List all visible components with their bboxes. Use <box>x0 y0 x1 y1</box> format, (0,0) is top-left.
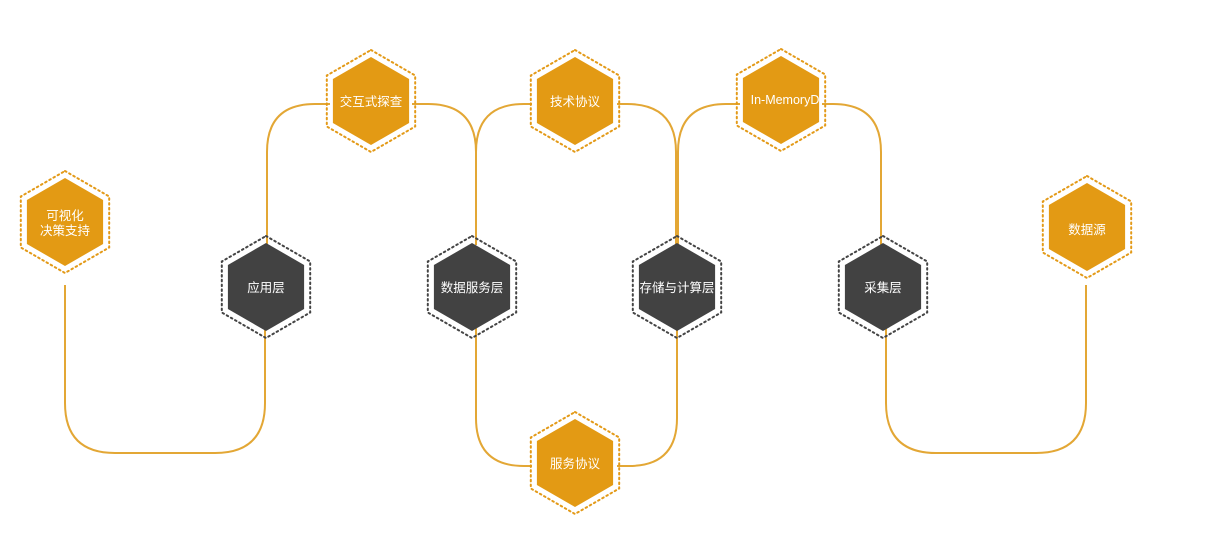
hexagon-nodes: 可视化 决策支持 交互式探查 应用层 技术协议 数据服务层 服务协议 <box>19 47 1133 516</box>
node-label: 数据服务层 <box>441 280 504 295</box>
connectors <box>64 103 1087 467</box>
connector-service-protocol-to-storage-layer <box>617 328 678 467</box>
node-label: 采集层 <box>864 280 902 295</box>
connector-app-layer-to-interactive-exploration <box>266 103 330 245</box>
node-in-memory: In-MemoryD <box>735 47 827 153</box>
node-outline <box>837 234 929 340</box>
node-label: In-MemoryD <box>751 93 820 107</box>
node-outline <box>735 47 827 153</box>
node-shape <box>536 57 614 145</box>
node-shape <box>638 243 716 331</box>
node-outline <box>19 169 111 275</box>
connector-tech-protocol-to-storage-layer <box>617 103 677 245</box>
node-shape <box>536 419 614 507</box>
connector-tech-protocol-to-data-service-layer <box>475 103 532 245</box>
connector-interactive-exploration-to-data-service-layer <box>412 103 477 245</box>
node-collection-layer: 采集层 <box>837 234 929 340</box>
node-outline <box>529 48 621 154</box>
connector-data-service-layer-to-service-protocol <box>475 328 532 467</box>
connector-storage-layer-to-in-memory <box>677 103 740 245</box>
node-label: 存储与计算层 <box>639 280 714 295</box>
node-label: 应用层 <box>247 280 285 295</box>
node-label: 数据源 <box>1068 222 1106 237</box>
connector-collection-layer-to-data-source <box>885 285 1087 454</box>
node-label: 技术协议 <box>550 94 601 109</box>
node-shape <box>26 178 104 266</box>
connector-visualization-to-app-layer <box>64 285 266 454</box>
node-label-line2: 决策支持 <box>40 223 90 238</box>
node-outline <box>426 234 518 340</box>
node-interactive-exploration: 交互式探查 <box>325 48 417 154</box>
node-visualization: 可视化 决策支持 <box>19 169 111 275</box>
node-app-layer: 应用层 <box>220 234 312 340</box>
node-storage-compute-layer: 存储与计算层 <box>631 234 723 340</box>
node-shape <box>332 57 410 145</box>
node-shape <box>742 56 820 144</box>
node-tech-protocol: 技术协议 <box>529 48 621 154</box>
node-shape <box>1048 183 1126 271</box>
node-data-service-layer: 数据服务层 <box>426 234 518 340</box>
node-data-source: 数据源 <box>1041 174 1133 280</box>
node-shape <box>844 243 922 331</box>
connector-in-memory-to-collection-layer <box>822 103 882 245</box>
node-outline <box>631 234 723 340</box>
node-shape <box>433 243 511 331</box>
node-label: 服务协议 <box>550 456 601 471</box>
node-shape <box>227 243 305 331</box>
node-outline <box>325 48 417 154</box>
node-outline <box>1041 174 1133 280</box>
node-outline <box>529 410 621 516</box>
node-label-line1: 可视化 <box>46 208 84 223</box>
node-outline <box>220 234 312 340</box>
node-label: 交互式探查 <box>340 94 403 109</box>
node-service-protocol: 服务协议 <box>529 410 621 516</box>
